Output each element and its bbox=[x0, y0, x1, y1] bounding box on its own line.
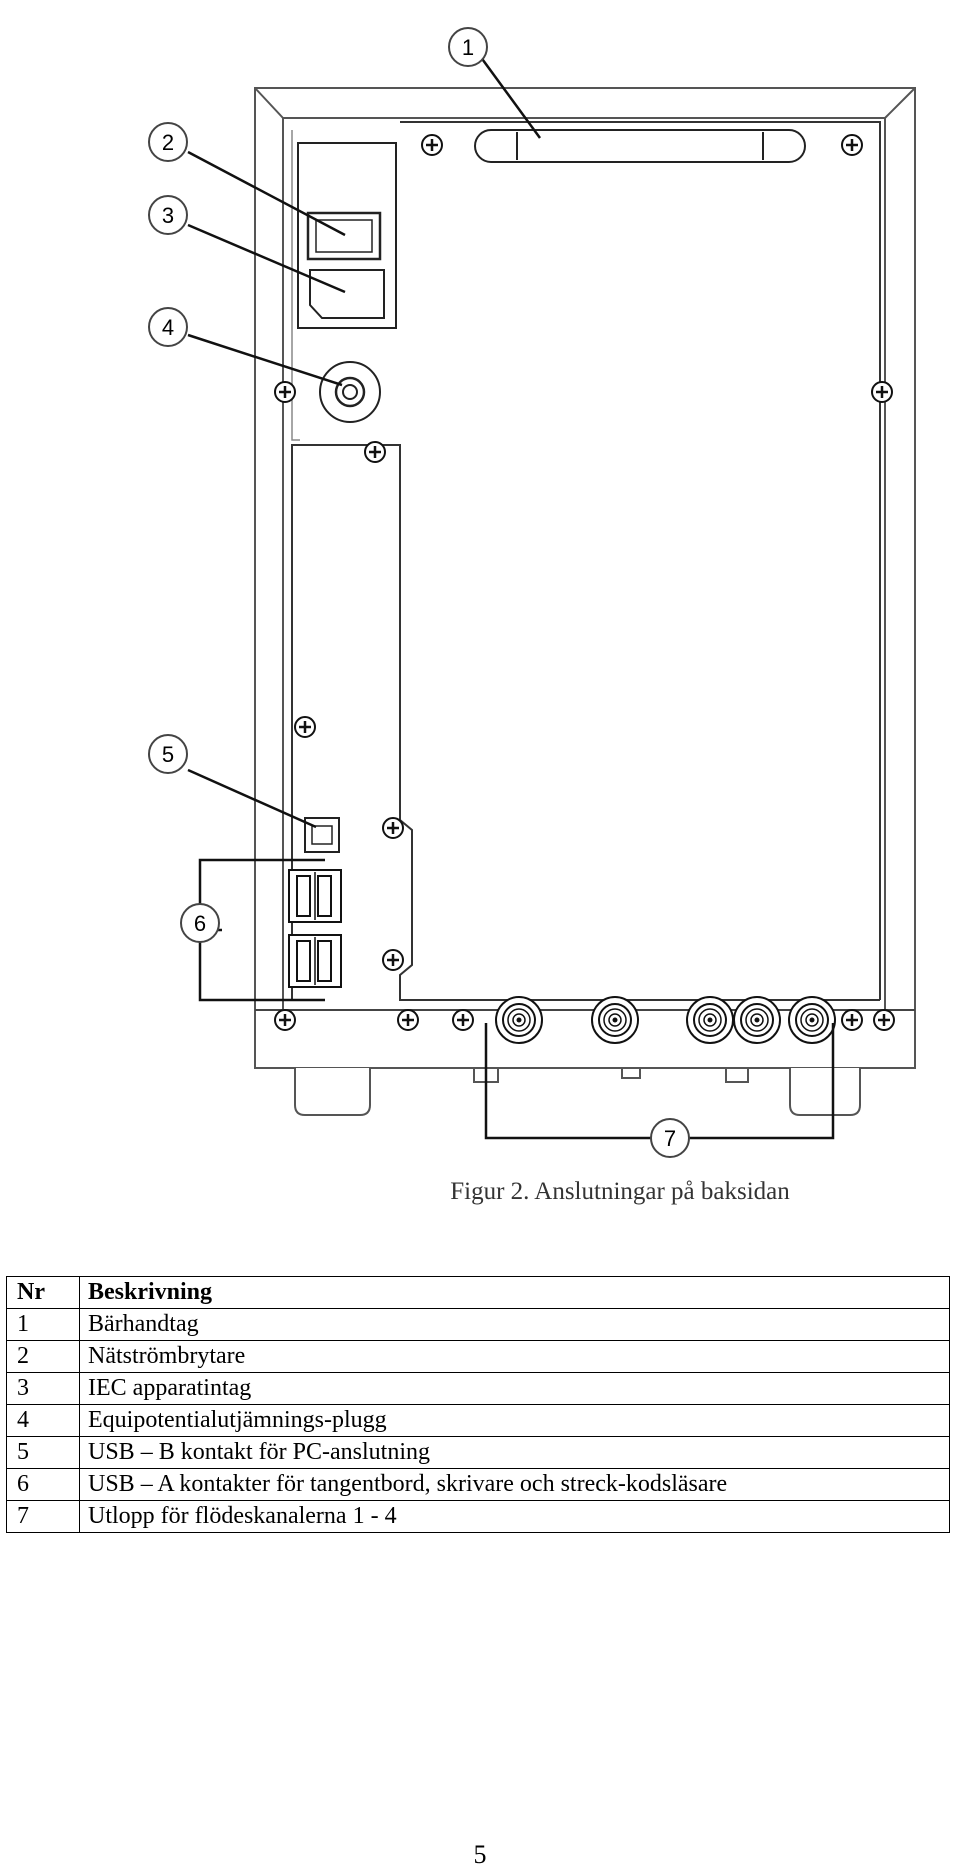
carry-handle bbox=[474, 129, 806, 163]
header-description: Beskrivning bbox=[79, 1276, 950, 1309]
equipotential-plug bbox=[319, 361, 381, 423]
figure-caption: Figur 2. Anslutningar på baksidan bbox=[450, 1178, 790, 1205]
svg-text:5: 5 bbox=[162, 742, 174, 767]
row-description: USB – A kontakter för tangentbord, skriv… bbox=[79, 1468, 950, 1501]
row-nr: 5 bbox=[6, 1436, 80, 1469]
callout-5: 5 bbox=[148, 734, 188, 774]
callout-2: 2 bbox=[148, 122, 188, 162]
rear-panel-diagram: 1 2 3 4 5 6 7 bbox=[148, 27, 916, 1158]
table-row: 1 Bärhandtag bbox=[6, 1308, 950, 1341]
header-nr: Nr bbox=[6, 1276, 80, 1309]
table-row: 6 USB – A kontakter för tangentbord, skr… bbox=[6, 1468, 950, 1501]
table-row: 3 IEC apparatintag bbox=[6, 1372, 950, 1405]
row-description: Bärhandtag bbox=[79, 1308, 950, 1341]
svg-text:1: 1 bbox=[462, 35, 474, 60]
row-description: USB – B kontakt för PC-anslutning bbox=[79, 1436, 950, 1469]
page-number: 5 bbox=[473, 1840, 487, 1869]
row-description: Utlopp för flödeskanalerna 1 - 4 bbox=[79, 1500, 950, 1533]
connections-table: Nr Beskrivning 1 Bärhandtag 2 Nätströmbr… bbox=[6, 1276, 950, 1533]
table-row: 4 Equipotentialutjämnings-plugg bbox=[6, 1404, 950, 1437]
table-row: 5 USB – B kontakt för PC-anslutning bbox=[6, 1436, 950, 1469]
table-row: 2 Nätströmbrytare bbox=[6, 1340, 950, 1373]
svg-text:2: 2 bbox=[162, 130, 174, 155]
row-description: Nätströmbrytare bbox=[79, 1340, 950, 1373]
callout-markers: 1 2 3 4 5 6 7 bbox=[148, 27, 690, 1158]
row-nr: 1 bbox=[6, 1308, 80, 1341]
row-nr: 2 bbox=[6, 1340, 80, 1373]
table-header-row: Nr Beskrivning bbox=[6, 1276, 950, 1309]
row-nr: 6 bbox=[6, 1468, 80, 1501]
row-nr: 3 bbox=[6, 1372, 80, 1405]
svg-text:6: 6 bbox=[194, 911, 206, 936]
callout-1: 1 bbox=[448, 27, 488, 67]
power-module bbox=[297, 142, 397, 329]
svg-text:4: 4 bbox=[162, 315, 174, 340]
row-nr: 7 bbox=[6, 1500, 80, 1533]
back-plate bbox=[291, 121, 881, 1001]
callout-7: 7 bbox=[650, 1118, 690, 1158]
feet bbox=[294, 1067, 861, 1116]
callout-4: 4 bbox=[148, 307, 188, 347]
svg-text:7: 7 bbox=[664, 1126, 676, 1151]
row-nr: 4 bbox=[6, 1404, 80, 1437]
row-description: Equipotentialutjämnings-plugg bbox=[79, 1404, 950, 1437]
callout-6: 6 bbox=[180, 903, 220, 943]
row-description: IEC apparatintag bbox=[79, 1372, 950, 1405]
table-row: 7 Utlopp för flödeskanalerna 1 - 4 bbox=[6, 1500, 950, 1533]
svg-text:3: 3 bbox=[162, 203, 174, 228]
callout-3: 3 bbox=[148, 195, 188, 235]
